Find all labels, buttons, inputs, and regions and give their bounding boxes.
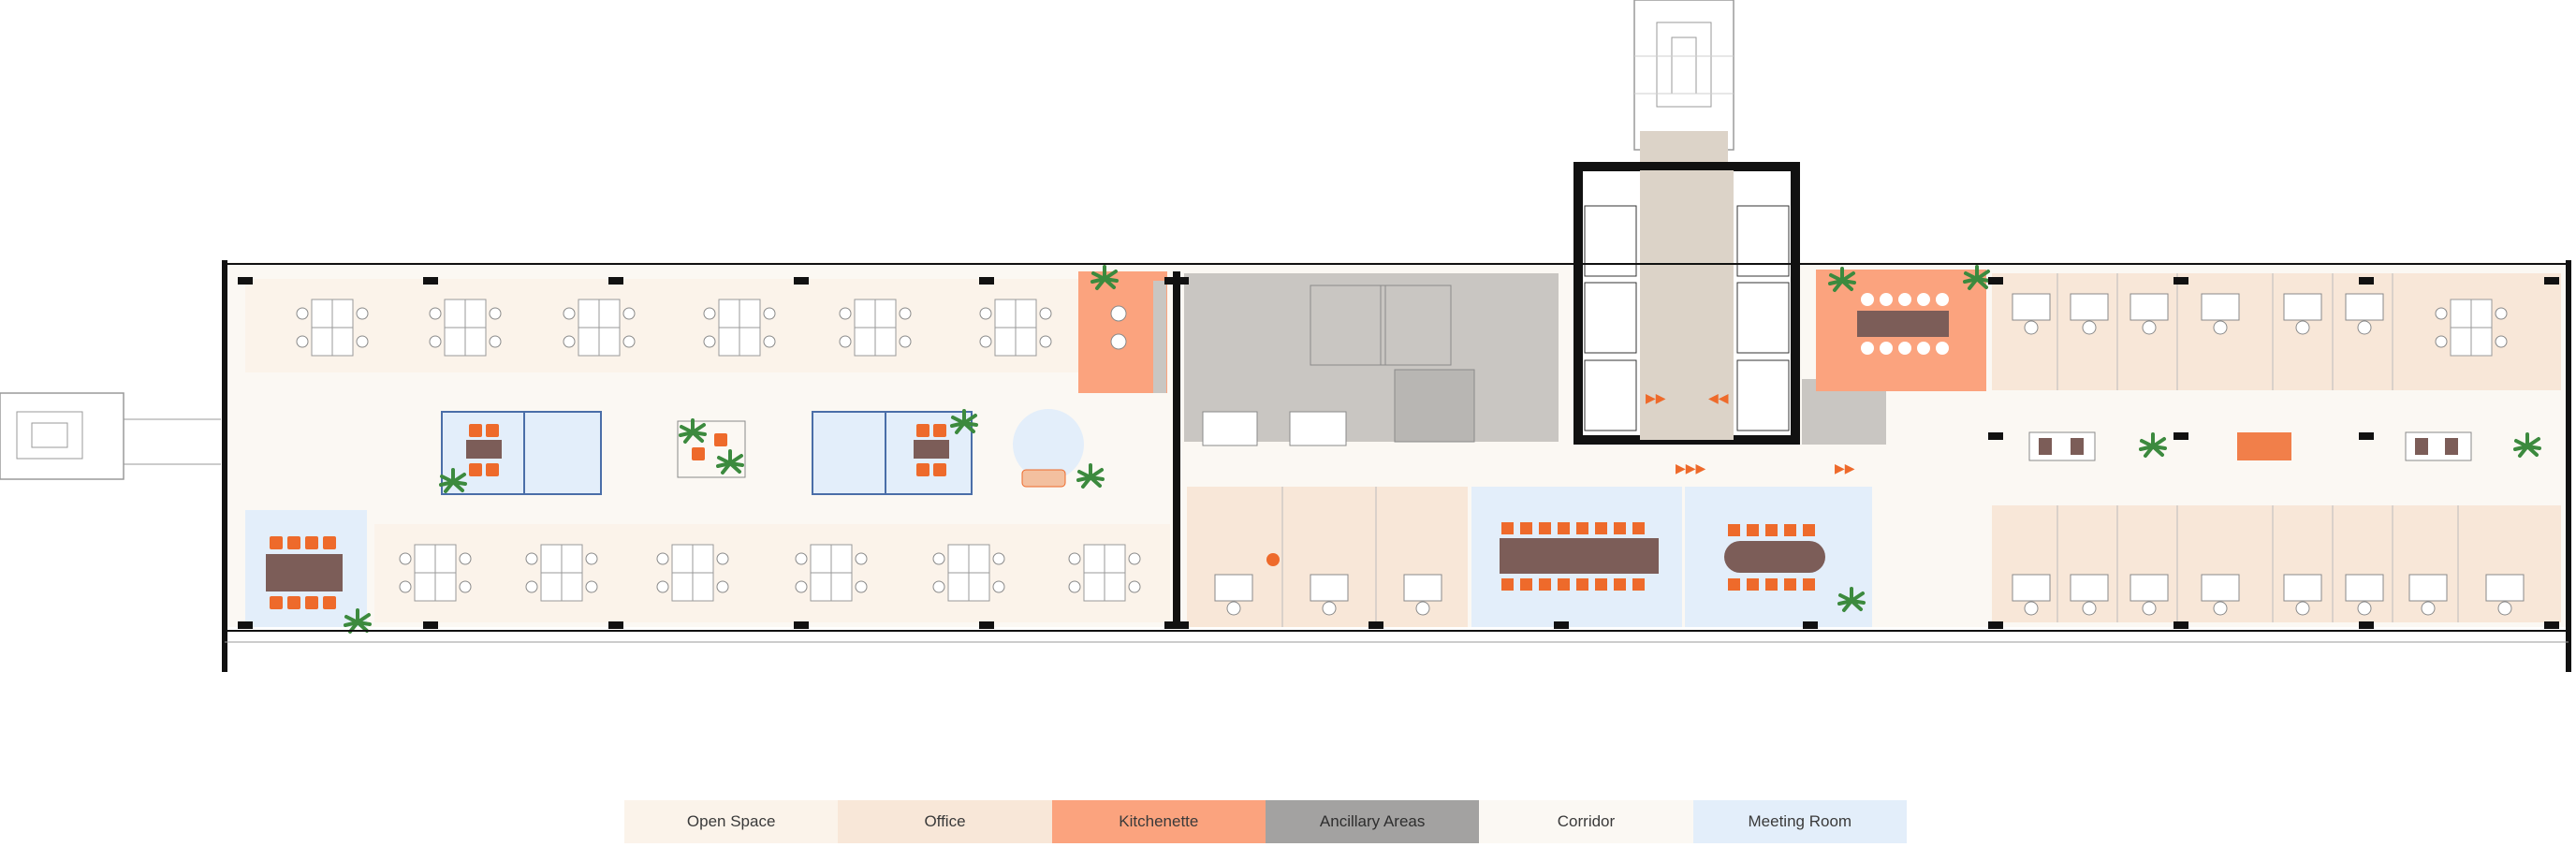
direction-arrow-icon: ▶▶ bbox=[1835, 461, 1855, 476]
offices-center bbox=[1187, 487, 1468, 627]
open-space-south-west bbox=[374, 524, 1170, 622]
west-stair bbox=[0, 392, 221, 480]
legend-item-office: Office bbox=[838, 800, 1052, 843]
focus-rooms-a bbox=[439, 411, 602, 495]
legend-item-meeting-room: Meeting Room bbox=[1692, 800, 1907, 843]
exterior-walls bbox=[222, 260, 2571, 672]
meeting-room-oval bbox=[1685, 487, 1872, 627]
ancillary-wc bbox=[1184, 273, 1559, 446]
kitchenette-west bbox=[1078, 265, 1167, 393]
legend-item-kitchenette: Kitchenette bbox=[1051, 800, 1266, 843]
meeting-room-west bbox=[245, 510, 372, 634]
offices-north-east bbox=[1992, 273, 2561, 390]
legend-item-corridor: Corridor bbox=[1479, 800, 1693, 843]
offices-south-east bbox=[1992, 505, 2561, 622]
legend-item-ancillary-areas: Ancillary Areas bbox=[1265, 800, 1480, 843]
kitchenette-east bbox=[1816, 265, 1991, 391]
meeting-room-large bbox=[1471, 487, 1682, 627]
structural-columns bbox=[238, 277, 2559, 629]
focus-rooms-b bbox=[812, 409, 978, 495]
open-space-north-west bbox=[245, 279, 1078, 372]
direction-arrow-icon: ▶▶▶ bbox=[1676, 461, 1706, 476]
east-corridor-seating bbox=[2028, 431, 2541, 461]
legend-item-open-space: Open Space bbox=[624, 800, 839, 843]
lift-core: ▶▶ ◀◀ ▶▶▶ ▶▶ bbox=[1573, 162, 1855, 476]
breakout-lounge bbox=[1013, 409, 1105, 489]
north-stair bbox=[1633, 0, 1734, 168]
lounge-center-west bbox=[677, 418, 746, 478]
direction-arrow-icon: ▶▶ bbox=[1646, 391, 1666, 406]
direction-arrow-icon: ◀◀ bbox=[1708, 391, 1729, 406]
